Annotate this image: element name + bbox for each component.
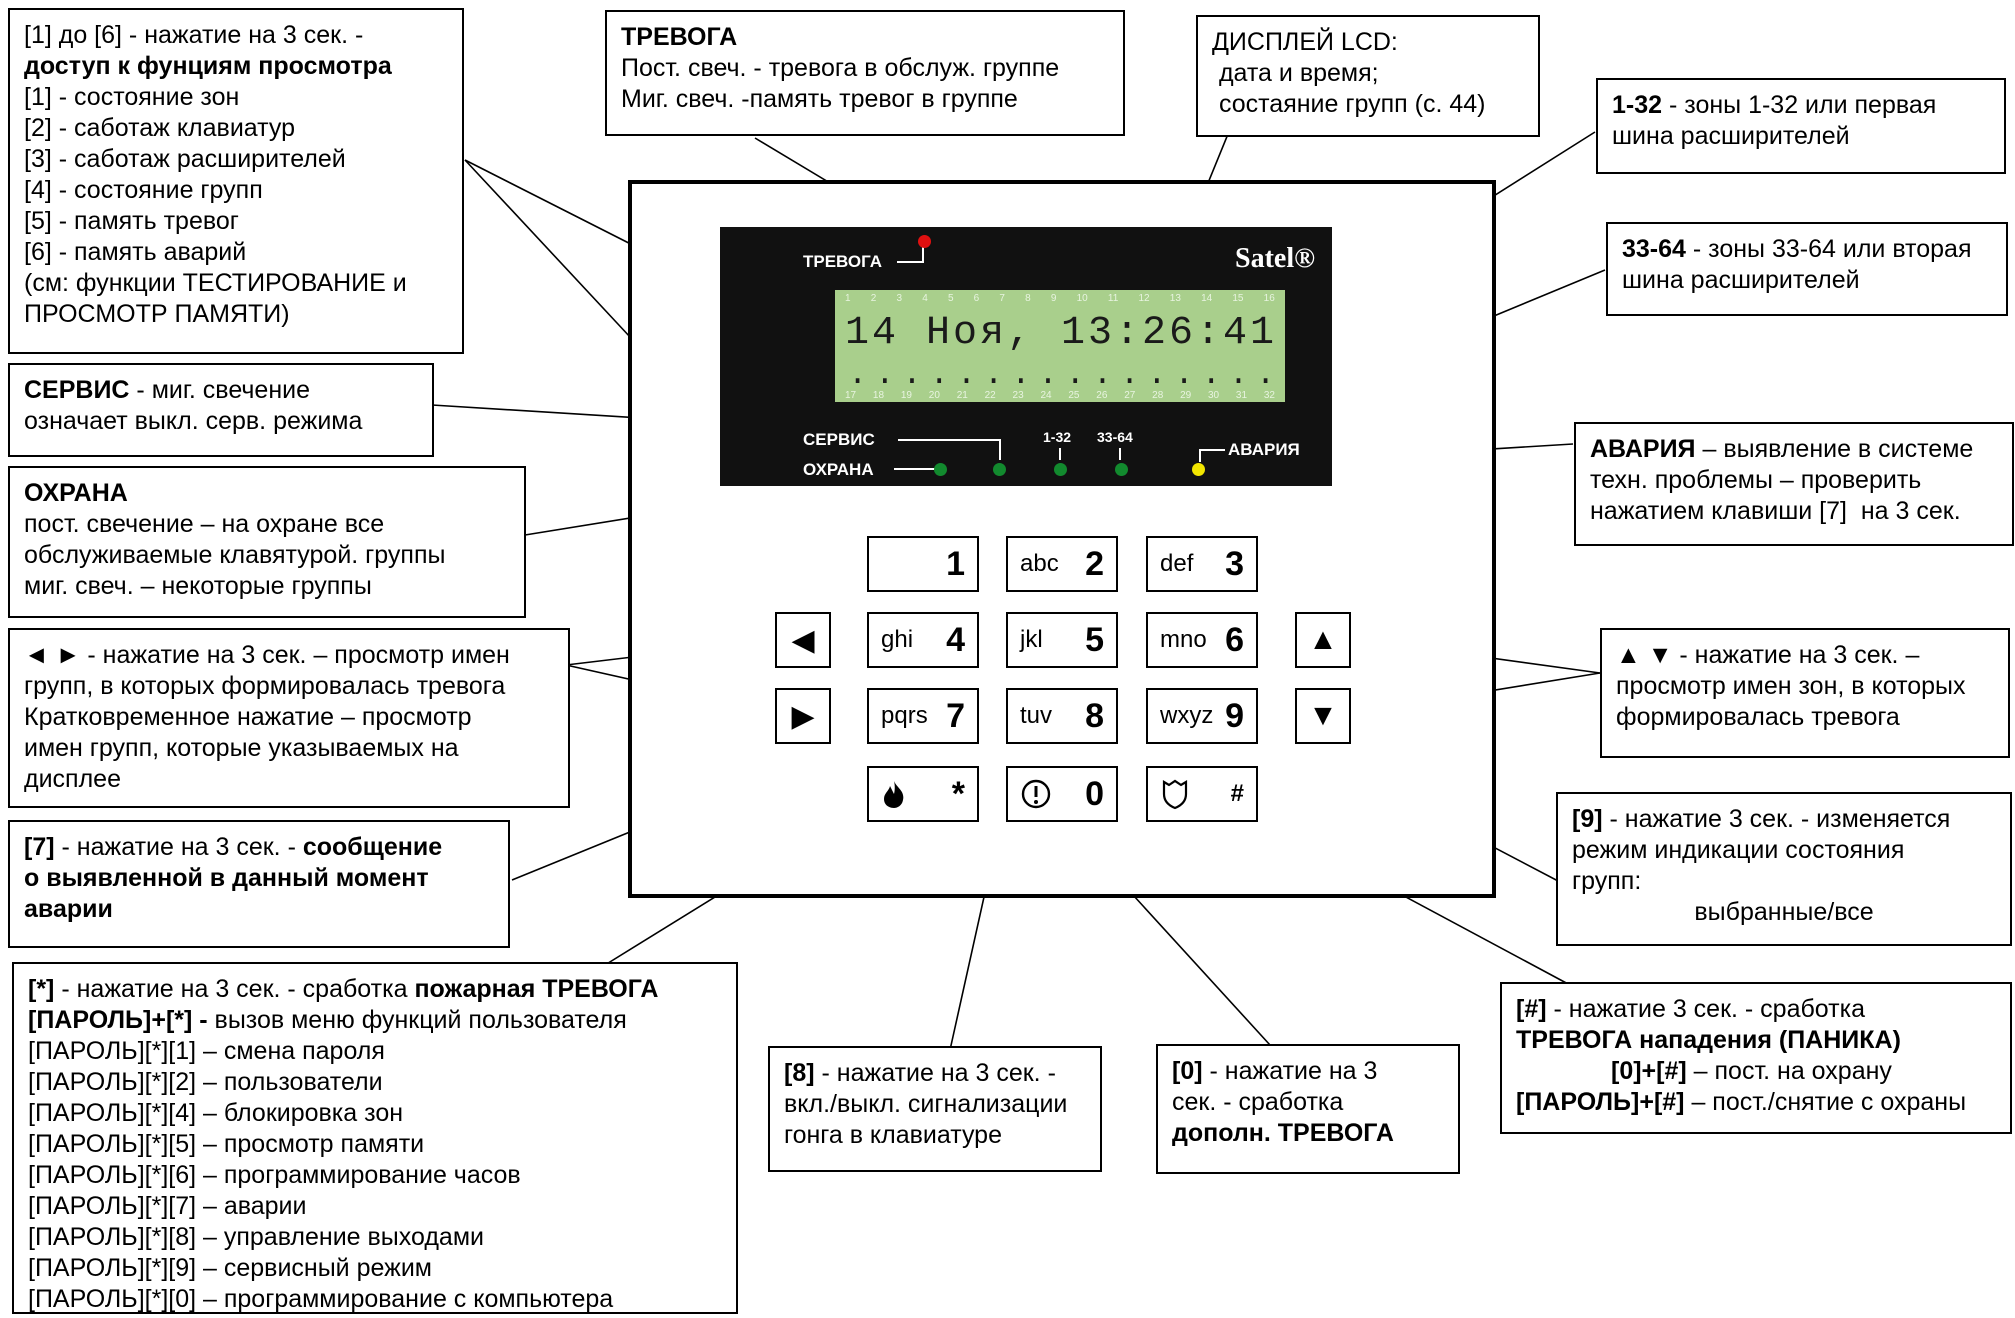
info-icon	[1021, 779, 1051, 809]
zone-number: 3	[896, 293, 903, 304]
range-33-64-label: 33-64	[1097, 429, 1133, 445]
armed-label: ОХРАНА	[803, 460, 874, 479]
zone-number: 15	[1232, 293, 1244, 304]
alarm-label: ТРЕВОГА	[803, 252, 882, 271]
service-led	[993, 463, 1006, 476]
callout-hash: [#] - нажатие 3 сек. - сработка ТРЕВОГА …	[1500, 982, 2012, 1134]
shield-icon	[1162, 779, 1188, 810]
callout-service: СЕРВИС - миг. свечение означает выкл. се…	[8, 363, 434, 457]
down-arrow-button[interactable]: ▼	[1295, 688, 1351, 744]
alarm-led-mark	[897, 246, 924, 263]
zone-numbers-bottom: 17 18 19 20 21 22 23 24 25 26 27 28 29 30 31 32	[845, 390, 1275, 401]
zone-number: 18	[872, 390, 885, 401]
zone-number: 13	[1169, 293, 1181, 304]
zone-number: 1	[845, 293, 851, 304]
zone-number: 7	[999, 293, 1005, 304]
callout-trouble: АВАРИЯ – выявление в системе техн. пробл…	[1574, 422, 2014, 546]
callout-key-8: [8] - нажатие на 3 сек. - вкл./выкл. сиг…	[768, 1046, 1102, 1172]
callout-key-9: [9] - нажатие 3 сек. - изменяется режим …	[1556, 792, 2012, 946]
zones-33-64-led	[1115, 463, 1128, 476]
up-arrow-icon: ▲	[1308, 623, 1338, 656]
alarm-led	[918, 235, 931, 248]
right-arrow-button[interactable]: ▶	[775, 688, 831, 744]
service-label: СЕРВИС	[803, 430, 875, 449]
zone-number: 23	[1012, 390, 1024, 401]
key-1[interactable]: 1	[867, 536, 979, 592]
callout-up-down: ▲ ▼ - нажатие на 3 сек. – просмотр имен …	[1600, 628, 2010, 758]
zone-number: 4	[922, 293, 928, 304]
zone-number: 21	[956, 390, 968, 401]
brand-logo: Satel®	[1235, 243, 1316, 274]
zone-number: 25	[1068, 390, 1080, 401]
lcd-datetime: 14 Ноя, 13:26:41	[845, 311, 1278, 356]
callout-zones-33-64: 33-64 - зоны 33-64 или вторая шина расши…	[1606, 222, 2008, 316]
key-star[interactable]: *	[867, 766, 979, 822]
left-arrow-button[interactable]: ◀	[775, 612, 831, 668]
zone-number: 5	[947, 293, 954, 304]
lcd-screen	[835, 290, 1285, 402]
zone-number: 20	[928, 390, 940, 401]
callout-alarm: ТРЕВОГА Пост. свеч. - тревога в обслуж. …	[605, 10, 1125, 136]
zones-1-32-led	[1054, 463, 1067, 476]
lcd-group-status: ................	[848, 356, 1284, 393]
up-arrow-button[interactable]: ▲	[1295, 612, 1351, 668]
zone-number: 12	[1138, 293, 1150, 304]
zone-number: 11	[1107, 293, 1119, 304]
zone-number: 26	[1096, 390, 1108, 401]
zone-number: 8	[1025, 293, 1031, 304]
zone-number: 30	[1207, 390, 1220, 401]
armed-led	[934, 463, 947, 476]
callout-zones-1-32: 1-32 - зоны 1-32 или первая шина расшири…	[1596, 78, 2006, 174]
right-arrow-icon: ▶	[791, 699, 815, 733]
trouble-label: АВАРИЯ	[1228, 440, 1300, 459]
range-1-32-label: 1-32	[1043, 429, 1072, 445]
zone-number: 10	[1076, 293, 1088, 304]
zone-number: 14	[1201, 293, 1213, 304]
zone-number: 6	[973, 293, 980, 304]
indicator-marks	[894, 439, 1225, 470]
key-hash[interactable]: #	[1146, 766, 1258, 822]
callout-armed: ОХРАНА пост. свечение – на охране все об…	[8, 466, 526, 618]
callout-lcd: ДИСПЛЕЙ LCD: дата и время; состаяние гру…	[1196, 15, 1540, 137]
zone-number: 9	[1050, 293, 1057, 304]
callout-view-functions: [1] до [6] - нажатие на 3 сек. - доступ …	[8, 8, 464, 354]
zone-number: 24	[1040, 390, 1052, 401]
down-arrow-icon: ▼	[1308, 699, 1338, 732]
zone-number: 2	[870, 293, 877, 304]
zone-number: 27	[1124, 390, 1136, 401]
left-arrow-icon: ◀	[791, 623, 815, 657]
zone-number: 17	[845, 390, 857, 401]
zone-number: 31	[1235, 390, 1248, 401]
zone-number: 16	[1263, 293, 1275, 304]
zone-number: 32	[1263, 390, 1275, 401]
fire-icon	[884, 781, 904, 808]
zone-number: 29	[1180, 390, 1192, 401]
zone-number: 28	[1152, 390, 1164, 401]
callout-key-7: [7] - нажатие на 3 сек. - сообщение о вы…	[8, 820, 510, 948]
zone-number: 19	[900, 390, 912, 401]
callout-left-right: ◄ ► - нажатие на 3 сек. – просмотр имен …	[8, 628, 570, 808]
callout-key-0: [0] - нажатие на 3 сек. - сработка допол…	[1156, 1044, 1460, 1174]
trouble-led	[1192, 463, 1205, 476]
key-0[interactable]: 0	[1006, 766, 1118, 822]
callout-star: [*] - нажатие на 3 сек. - сработка пожар…	[12, 962, 738, 1314]
zone-number: 22	[984, 390, 996, 401]
